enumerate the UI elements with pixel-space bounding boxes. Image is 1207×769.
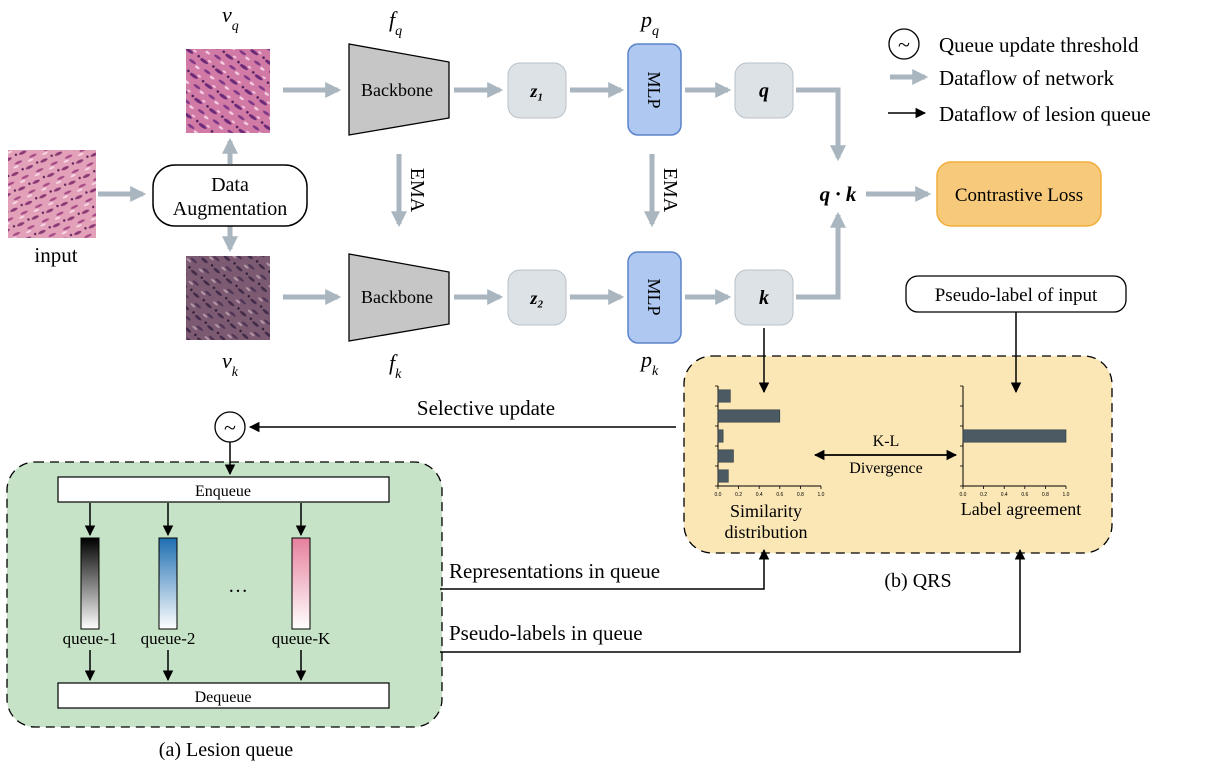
backbone-top xyxy=(348,43,450,136)
z2-label: z₂ xyxy=(529,288,543,308)
q-box xyxy=(734,62,794,119)
queue-1-label: queue-1 xyxy=(63,629,118,648)
similarity-x-tick-label: 0.2 xyxy=(735,492,742,498)
similarity-chart: 0.0 0.2 0.4 0.6 0.8 1.0 xyxy=(715,385,825,498)
ema-right: EMA xyxy=(659,168,681,213)
q-label: q xyxy=(759,80,769,102)
similarity-x-tick-label: 0.4 xyxy=(756,492,763,498)
z1-label: z₁ xyxy=(529,81,543,101)
similarity-x-tick-label: 0.8 xyxy=(797,492,804,498)
legend-tilde: ~ xyxy=(898,32,910,57)
pseudo-label-input-label: Pseudo-label of input xyxy=(935,285,1098,306)
similarity-bar xyxy=(717,389,731,403)
mlp-bottom xyxy=(627,251,682,344)
legend-threshold: Queue update threshold xyxy=(939,33,1139,57)
z1-box xyxy=(507,62,567,119)
qk-label: q · k xyxy=(820,182,857,206)
contrastive-loss-label: Contrastive Loss xyxy=(955,185,1083,206)
legend-network-flow: Dataflow of network xyxy=(939,66,1114,90)
ema-left: EMA xyxy=(406,168,428,213)
vk-image xyxy=(186,256,270,340)
pseudo-label-input-box xyxy=(905,275,1127,313)
label-agreement-bar xyxy=(962,429,1067,443)
enqueue-label: Enqueue xyxy=(195,483,251,500)
contrastive-loss-box xyxy=(936,161,1102,227)
kl-line1: K-L xyxy=(873,433,900,450)
mlp-top-label: MLP xyxy=(644,71,664,108)
similarity-bar xyxy=(717,409,781,423)
backbone-top-label: Backbone xyxy=(361,80,433,100)
input-image xyxy=(8,150,96,238)
queue-arrows xyxy=(84,107,1026,682)
backbone-bottom xyxy=(348,253,450,342)
label-agreement-x-tick-label: 1.0 xyxy=(1063,492,1070,498)
queue-K-bar xyxy=(291,537,311,630)
enqueue-box xyxy=(57,476,390,503)
selective-update-label: Selective update xyxy=(417,396,555,420)
label-agreement-label: Label agreement xyxy=(961,499,1081,519)
data-aug-line2: Augmentation xyxy=(173,198,287,220)
similarity-x-tick-label: 0.0 xyxy=(715,492,722,498)
qrs-caption: (b) QRS xyxy=(884,570,951,592)
vq-image xyxy=(186,49,270,133)
data-aug-line1: Data xyxy=(211,174,249,196)
pq-label: pq xyxy=(639,7,659,39)
label-agreement-x-tick-label: 0.8 xyxy=(1042,492,1049,498)
k-label: k xyxy=(759,287,769,309)
queue-ellipsis: … xyxy=(228,575,248,597)
label-agreement-x-tick-label: 0.4 xyxy=(1001,492,1008,498)
dequeue-box xyxy=(57,682,390,709)
threshold-icon xyxy=(214,411,246,443)
vk-label: vk xyxy=(222,348,239,380)
network-arrows xyxy=(98,68,932,306)
kl-line2: Divergence xyxy=(849,460,922,477)
queue-K-label: queue-K xyxy=(272,629,331,648)
legend-queue-flow: Dataflow of lesion queue xyxy=(939,102,1151,126)
repr-in-queue-label: Representations in queue xyxy=(449,559,660,583)
legend-threshold-icon xyxy=(888,28,920,60)
mlp-bottom-label: MLP xyxy=(644,278,664,315)
label-agreement-x-tick-label: 0.0 xyxy=(960,492,967,498)
queue-1-bar xyxy=(80,537,100,630)
z2-box xyxy=(507,269,567,326)
similarity-line1: Similarity xyxy=(730,501,802,521)
vq-label: vq xyxy=(222,2,239,34)
label-agreement-x-tick-label: 0.6 xyxy=(1021,492,1028,498)
fq-label: fq xyxy=(389,7,402,39)
queue-2-label: queue-2 xyxy=(141,629,196,648)
similarity-bar xyxy=(717,429,724,443)
pk-label: pk xyxy=(639,347,659,379)
similarity-line2: distribution xyxy=(724,522,807,542)
threshold-tilde: ~ xyxy=(224,415,236,440)
backbone-bottom-label: Backbone xyxy=(361,287,433,307)
label-agreement-x-tick-label: 0.2 xyxy=(980,492,987,498)
mlp-top xyxy=(627,43,682,136)
similarity-x-tick-label: 1.0 xyxy=(818,492,825,498)
similarity-x-tick-label: 0.6 xyxy=(776,492,783,498)
similarity-bar xyxy=(717,449,734,463)
label-agreement-chart: 0.0 0.2 0.4 0.6 0.8 1.0 xyxy=(960,385,1070,498)
data-augmentation-box xyxy=(152,164,308,227)
lesion-queue-panel xyxy=(6,461,443,728)
k-box xyxy=(734,269,794,326)
dequeue-label: Dequeue xyxy=(195,689,252,706)
similarity-bar xyxy=(717,469,729,483)
lesion-queue-caption: (a) Lesion queue xyxy=(159,739,294,761)
input-label: input xyxy=(34,243,77,267)
fk-label: fk xyxy=(389,350,402,382)
pseudo-in-queue-label: Pseudo-labels in queue xyxy=(449,621,643,645)
queue-2-bar xyxy=(158,537,178,630)
